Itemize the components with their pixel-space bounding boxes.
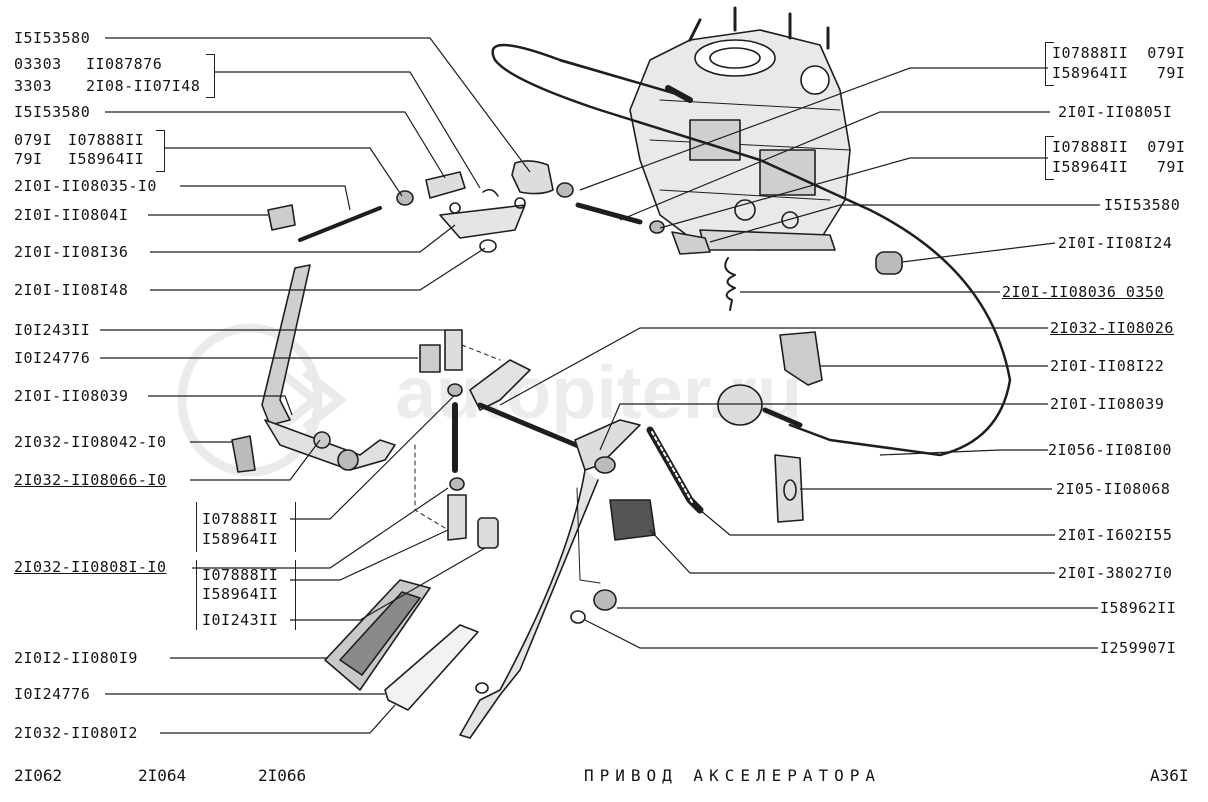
pedal-lever <box>459 359 641 739</box>
part-label: I07888II 079I <box>1052 44 1186 62</box>
diagram-title: ПРИВОД АКСЕЛЕРАТОРА <box>584 766 882 785</box>
part-label: 3303 <box>14 77 53 95</box>
part-label: 2I0I-II08036 0350 <box>1002 283 1165 301</box>
part-label: 2I032-II08066-I0 <box>14 471 167 489</box>
part-label: 79I <box>14 150 43 168</box>
part-label: 2I0I-I602I55 <box>1058 526 1173 544</box>
part-label: I58964II 79I <box>1052 158 1186 176</box>
part-label: 2I0I-II0805I <box>1058 103 1173 121</box>
part-label: I58964II <box>68 150 145 168</box>
pedal-pads <box>324 579 479 711</box>
part-label: I07888II <box>202 510 279 528</box>
part-label: I0I243II <box>14 321 91 339</box>
part-label: 2I0I-II0804I <box>14 206 129 224</box>
part-label: 2I0I-II08035-I0 <box>14 177 157 195</box>
right-hardware <box>570 331 823 624</box>
part-label: I0I24776 <box>14 349 91 367</box>
label-bracket <box>1045 136 1054 180</box>
part-label: I07888II <box>68 131 145 149</box>
pedal-pivot <box>231 264 499 549</box>
part-label: 2I0I-II08I24 <box>1058 234 1173 252</box>
part-label: I58964II 79I <box>1052 64 1186 82</box>
part-label: I5I53580 <box>1104 196 1181 214</box>
part-label: I07888II 079I <box>1052 138 1186 156</box>
part-label: I58964II <box>202 585 279 603</box>
label-bracket <box>156 130 165 172</box>
model-code: 2I066 <box>258 766 307 785</box>
part-label: 2I032-II0808I-I0 <box>14 558 167 576</box>
part-label: 03303 <box>14 55 62 73</box>
part-label: 2I032-II080I2 <box>14 724 138 742</box>
part-label: 2I056-II08I00 <box>1048 441 1172 459</box>
part-label: 2I0I-II08039 <box>14 387 129 405</box>
part-label: 079I <box>14 131 53 149</box>
upper-hardware <box>267 160 903 311</box>
part-label: I5I53580 <box>14 29 91 47</box>
label-bracket <box>206 54 215 98</box>
part-label: I259907I <box>1100 639 1177 657</box>
part-label: 2I032-II08026 <box>1050 319 1174 337</box>
part-label: 2I05-II08068 <box>1056 480 1171 498</box>
model-code: 2I064 <box>138 766 187 785</box>
part-label: I58962II <box>1100 599 1177 617</box>
carburetor <box>629 6 851 251</box>
part-label: I5I53580 <box>14 103 91 121</box>
part-label: I0I243II <box>202 611 279 629</box>
part-label: 2I0I-38027I0 <box>1058 564 1173 582</box>
part-label: 2I032-II08042-I0 <box>14 433 167 451</box>
part-label: 2I0I-II08I22 <box>1050 357 1165 375</box>
label-bracket <box>196 502 296 552</box>
part-label: II087876 <box>86 55 163 73</box>
part-label: 2I0I-II08I48 <box>14 281 129 299</box>
label-bracket <box>196 560 296 630</box>
part-label: I0I24776 <box>14 685 91 703</box>
page-code: А36I <box>1150 766 1189 785</box>
label-bracket <box>1045 42 1054 86</box>
part-label: 2I08-II07I48 <box>86 77 201 95</box>
part-label: I07888II <box>202 566 279 584</box>
part-label: 2I0I-II08I36 <box>14 243 129 261</box>
part-label: I58964II <box>202 530 279 548</box>
part-label: 2I0I-II08039 <box>1050 395 1165 413</box>
model-code: 2I062 <box>14 766 63 785</box>
part-label: 2I0I2-II080I9 <box>14 649 138 667</box>
